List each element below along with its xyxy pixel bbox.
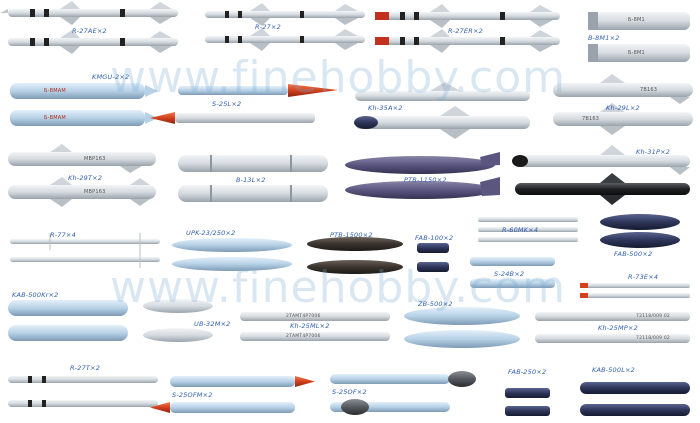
ptb1150-tank (345, 152, 500, 199)
s24b-rocket (470, 257, 555, 288)
kh25ml-missile (240, 312, 390, 341)
label-r27ae: R-27AE×2 (72, 27, 107, 35)
marking-kmgu: Б-ВМАМ (44, 88, 66, 94)
kab500kr-bomb (8, 300, 128, 341)
label-r27er: R-27ER×2 (448, 27, 483, 35)
s25l-rocket (150, 84, 338, 124)
marking-kh29l: 7В163 (640, 87, 658, 93)
label-s25ofm: S-25OFM×2 (172, 391, 213, 399)
r73e-missile (580, 283, 690, 298)
label-s25l: S-25L×2 (212, 100, 242, 108)
kab500l-bomb (580, 382, 690, 416)
label-ptb1500: PTB-1500×2 (330, 231, 373, 239)
label-s25of: S-25OF×2 (332, 388, 367, 396)
marking-kh25ml-2: 2ТАМТ4Р7006 (286, 334, 321, 339)
b13l-pod (178, 155, 328, 202)
fab500-bomb (600, 214, 680, 248)
kh29l-missile (553, 74, 693, 135)
ub32m-pod (143, 299, 213, 342)
upk23-gunpod (172, 238, 292, 271)
marking-kh25mp-2: 72118/009 02 (636, 336, 670, 341)
r27-missile (205, 3, 365, 51)
marking-kh29t: МВР163 (84, 156, 106, 162)
label-kh25mp: Kh-25MP×2 (598, 324, 638, 332)
marking-kh25ml: 2ТАМТ4Р7006 (286, 314, 321, 319)
kh29t-missile (8, 144, 156, 207)
label-ptb1150: PTB-1150×2 (404, 176, 447, 184)
label-fab250: FAB-250×2 (508, 368, 547, 376)
fab100-bomb (417, 243, 449, 272)
marking-b8m1: Б-8М1 (628, 17, 645, 23)
s25of-rocket (330, 371, 476, 415)
label-upk23: UPK-23/250×2 (186, 229, 236, 237)
fab250-bomb (505, 388, 550, 416)
marking-b8m1-2: Б-8М1 (628, 50, 645, 56)
label-kh29t: Kh-29T×2 (68, 174, 103, 182)
s25ofm-rocket (150, 376, 315, 413)
label-s24b: S-24B×2 (494, 270, 525, 278)
kh25mp-missile (535, 312, 690, 343)
watermark-top: www.finehobby.com (110, 52, 566, 103)
label-kh25ml: Kh-25ML×2 (290, 322, 330, 330)
marking-kmgu-2: Б-ВМАМ (44, 115, 66, 121)
kh35a-missile (354, 82, 530, 139)
r27ae-missile (0, 1, 178, 54)
label-kab500l: KAB-500L×2 (592, 366, 636, 374)
marking-kh29t-2: МВР163 (84, 189, 106, 195)
label-r77: R-77×4 (50, 231, 76, 239)
label-kmgu: KMGU-2×2 (92, 73, 130, 81)
label-fab500: FAB-500×2 (614, 250, 653, 258)
label-ub32m: UB-32M×2 (194, 320, 231, 328)
ptb1500-tank (307, 237, 403, 274)
label-r73e: R-73E×4 (628, 273, 659, 281)
r27t-missile (8, 376, 158, 407)
label-kh31p: Kh-31P×2 (636, 148, 671, 156)
watermark-bottom: www.finehobby.com (110, 262, 566, 313)
label-kh29l: Kh-29L×2 (606, 104, 640, 112)
marking-kh25mp: 72118/009 02 (636, 314, 670, 319)
label-fab100: FAB-100×2 (415, 234, 454, 242)
label-kab500kr: KAB-500Kr×2 (12, 291, 59, 299)
r77-missile (10, 233, 160, 268)
zb500-tank (404, 307, 520, 348)
b8m1-rocket-pod (588, 12, 690, 62)
label-r27t: R-27T×2 (70, 364, 101, 372)
label-b13l: B-13L×2 (236, 176, 266, 184)
label-r60mk: R-60MK×4 (502, 226, 539, 234)
r27er-missile (375, 4, 560, 53)
marking-kh29l-2: 7В163 (582, 116, 600, 122)
kh31p-missile (512, 145, 690, 205)
label-kh35a: Kh-35A×2 (368, 104, 403, 112)
label-b8m1: B-8M1×2 (588, 34, 620, 42)
r60mk-missile (478, 217, 578, 242)
label-zb500: ZB-500×2 (418, 300, 453, 308)
label-r27: R-27×2 (255, 23, 281, 31)
